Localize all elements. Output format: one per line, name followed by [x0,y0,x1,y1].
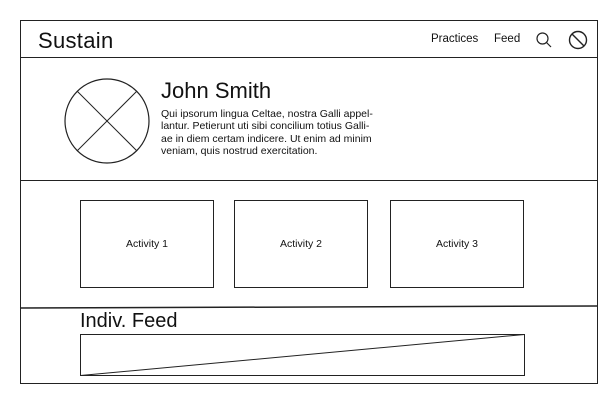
activity-card-1[interactable]: Activity 1 [80,200,214,288]
feed-title: Indiv. Feed [80,310,178,332]
profile-bio-line: veniam, quis nostrud exercitation. [161,144,318,157]
search-icon[interactable] [535,31,553,49]
profile-bio-line: ae in diem certam indicere. Ut enim ad m… [161,132,372,145]
activity-card-2[interactable]: Activity 2 [234,200,368,288]
profile-bio-line: Qui ipsorum lingua Celtae, nostra Galli … [161,108,373,120]
activity-label: Activity 3 [435,238,478,250]
no-entry-icon[interactable] [568,30,588,50]
app-frame [20,20,598,384]
nav-feed-link[interactable]: Feed [494,33,521,45]
activity-label: Activity 2 [279,238,322,250]
profile-name: John Smith [161,78,272,103]
brand-logo[interactable]: Sustain [38,28,114,53]
feed-placeholder [80,334,525,376]
activity-label: Activity 1 [125,238,168,250]
profile-bio-line: lantur. Petierunt uti sibi concilium tot… [161,120,370,133]
profile-divider [20,180,598,181]
profile-bio: Qui ipsorum lingua Celtae, nostra Galli … [161,108,411,157]
header-divider [20,57,598,58]
nav-practices-link[interactable]: Practices [431,33,479,45]
activity-card-3[interactable]: Activity 3 [390,200,524,288]
avatar [64,78,150,164]
